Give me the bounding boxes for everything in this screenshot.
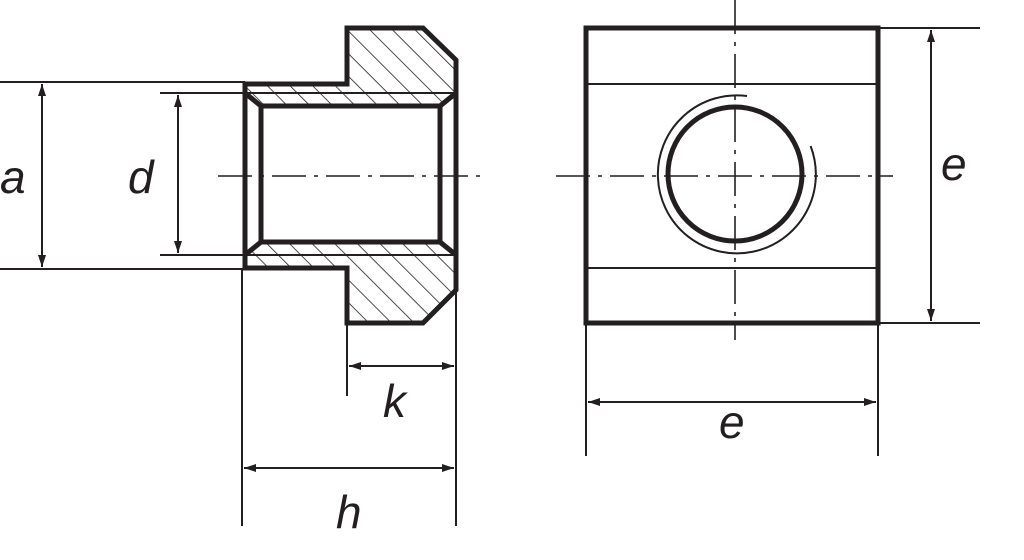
bore-chamfer-tl <box>243 91 263 108</box>
lower-wall-hatch <box>245 242 456 323</box>
section-view: a d k h <box>0 25 486 538</box>
h-label: h <box>336 486 362 538</box>
bore-chamfer-bl <box>243 240 263 257</box>
bore-chamfer-tr <box>438 91 458 108</box>
bore-chamfer-br <box>438 240 458 257</box>
a-label: a <box>0 151 26 203</box>
e-horizontal-label: e <box>719 396 745 448</box>
upper-wall-hatch <box>245 28 456 106</box>
thread-root-arc <box>656 94 817 255</box>
e-vertical-label: e <box>941 138 967 190</box>
end-view: e e <box>556 0 980 456</box>
k-label: k <box>383 375 408 427</box>
d-label: d <box>128 151 155 203</box>
